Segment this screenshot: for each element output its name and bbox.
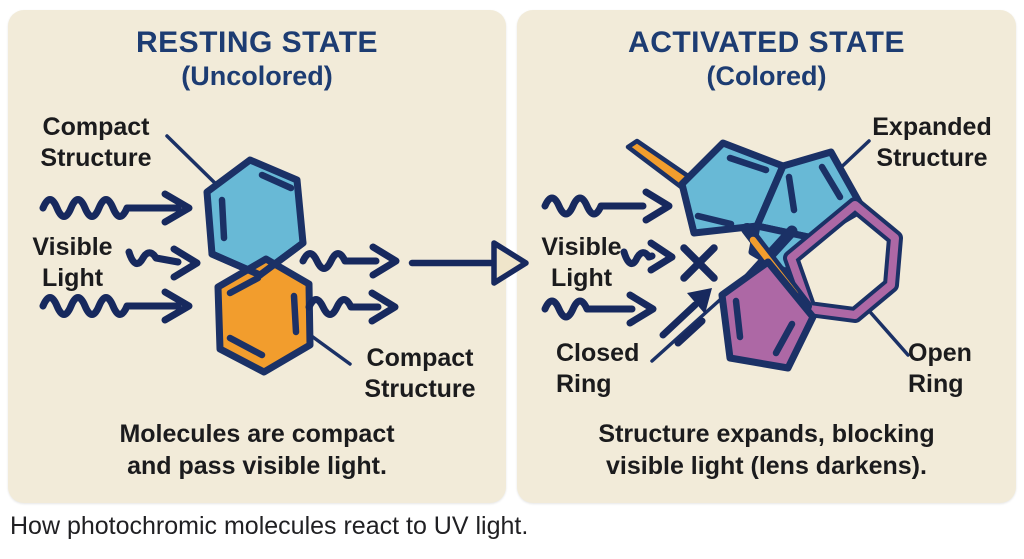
visible-light-label-left: Visible Light bbox=[32, 233, 113, 292]
activated-state-caption: Structure expands, blocking visible ligh… bbox=[598, 420, 935, 480]
compact-structure-label-top: Compact Structure bbox=[40, 113, 152, 172]
resting-state-subtitle: (Uncolored) bbox=[181, 60, 333, 91]
compact-structure-label-bottom: Compact Structure bbox=[364, 344, 476, 403]
resting-state-title: RESTING STATE bbox=[135, 26, 379, 59]
visible-light-label-right: Visible Light bbox=[541, 233, 622, 292]
activated-state-title: ACTIVATED STATE bbox=[628, 26, 905, 59]
closed-ring-label: Closed Ring bbox=[556, 339, 640, 398]
activated-state-subtitle: (Colored) bbox=[706, 60, 827, 91]
open-ring-label: Open Ring bbox=[908, 339, 972, 398]
figure-caption: How photochromic molecules react to UV l… bbox=[10, 512, 529, 540]
resting-state-caption: Molecules are compact and pass visible l… bbox=[119, 420, 395, 480]
expanded-structure-label: Expanded Structure bbox=[872, 113, 992, 172]
